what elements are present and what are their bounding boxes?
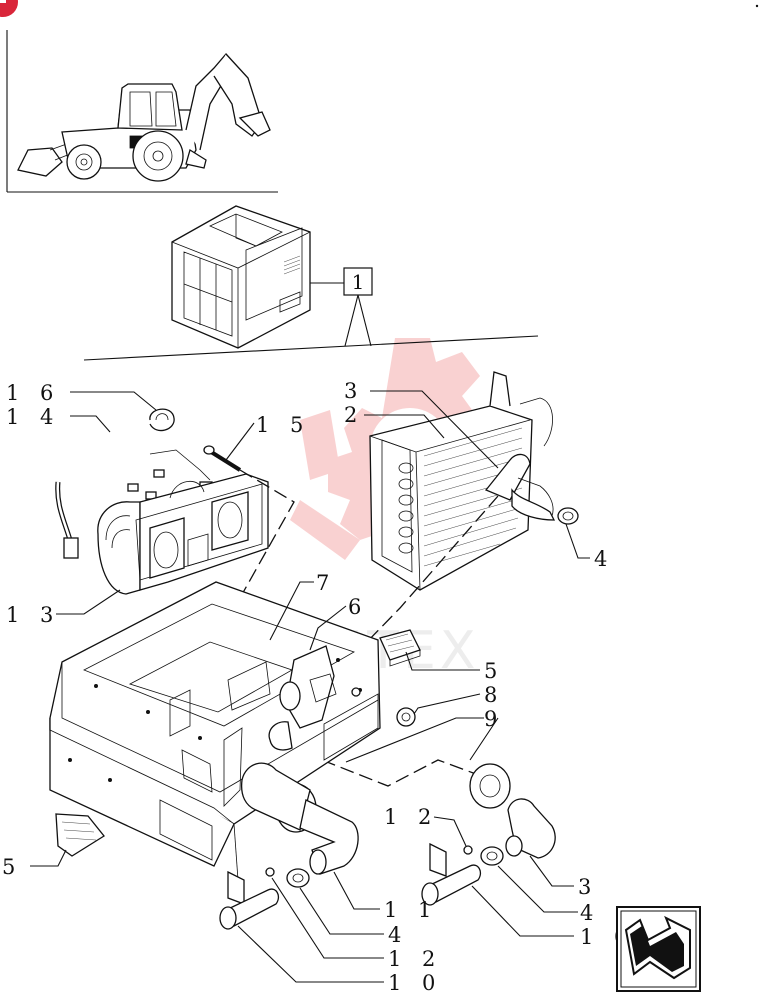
callout-label-1: 1 <box>352 270 365 294</box>
hose-part-11 <box>240 762 359 875</box>
callout-label-2: 2 <box>344 403 364 427</box>
callout-label-5-right: 5 <box>484 659 504 683</box>
clamp-part-4-right <box>557 507 579 525</box>
vent-part-5-left <box>55 813 105 857</box>
callout-label-7: 7 <box>316 571 336 595</box>
fitting-part-10-left <box>219 870 280 930</box>
valve-part-6 <box>268 645 337 751</box>
corner-dot <box>755 4 759 8</box>
callout-label-9: 9 <box>484 707 504 731</box>
blower-unit-part-13 <box>97 473 269 595</box>
corner-badge-icon <box>0 0 18 17</box>
callout-label-12-left: 1 2 <box>388 947 442 971</box>
callout-labels: 1 6 1 4 1 5 1 3 3 2 4 7 6 5 8 9 5 1 2 3 … <box>2 379 627 995</box>
callout-label-12-right: 1 2 <box>384 805 438 829</box>
callout-label-4-bottom-left: 4 <box>388 923 408 947</box>
vent-part-5-right <box>379 629 421 667</box>
heater-core-part-2 <box>369 371 553 591</box>
clamp-part-4-bottom <box>286 846 504 888</box>
clip-part-16 <box>149 408 175 432</box>
callout-label-16: 1 6 <box>6 381 60 405</box>
callout-label-15: 1 5 <box>256 413 310 437</box>
callout-label-5-left: 5 <box>2 855 22 879</box>
callout-label-4-right: 4 <box>594 547 614 571</box>
callout-label-3-bottom: 3 <box>578 875 598 899</box>
screw-part-12 <box>265 845 473 877</box>
callout-label-3-top: 3 <box>344 379 364 403</box>
callout-label-6: 6 <box>348 595 368 619</box>
callout-label-13: 1 3 <box>6 603 60 627</box>
callout-label-11: 1 1 <box>384 898 438 922</box>
backhoe-loader-illustration <box>17 52 271 182</box>
screw-part-15 <box>203 445 242 472</box>
heater-housing-base-part-7 <box>49 581 381 881</box>
callout-label-8: 8 <box>484 683 504 707</box>
section-divider <box>83 335 539 361</box>
callout-label-4-bottom-right: 4 <box>580 901 600 925</box>
hose-part-3-bottom <box>505 798 556 859</box>
heater-assembly-reference <box>171 205 311 349</box>
grommet-part-8 <box>351 687 416 727</box>
machine-overview-frame <box>6 30 278 193</box>
reference-callout-1: 1 <box>310 267 373 347</box>
next-page-arrow-icon[interactable] <box>616 906 701 992</box>
callout-label-14: 1 4 <box>6 405 60 429</box>
fitting-part-10-right <box>421 842 482 906</box>
hose-part-3-top <box>484 453 556 521</box>
callout-label-10-left: 1 0 <box>388 971 442 995</box>
callout-leader-lines <box>30 390 590 983</box>
